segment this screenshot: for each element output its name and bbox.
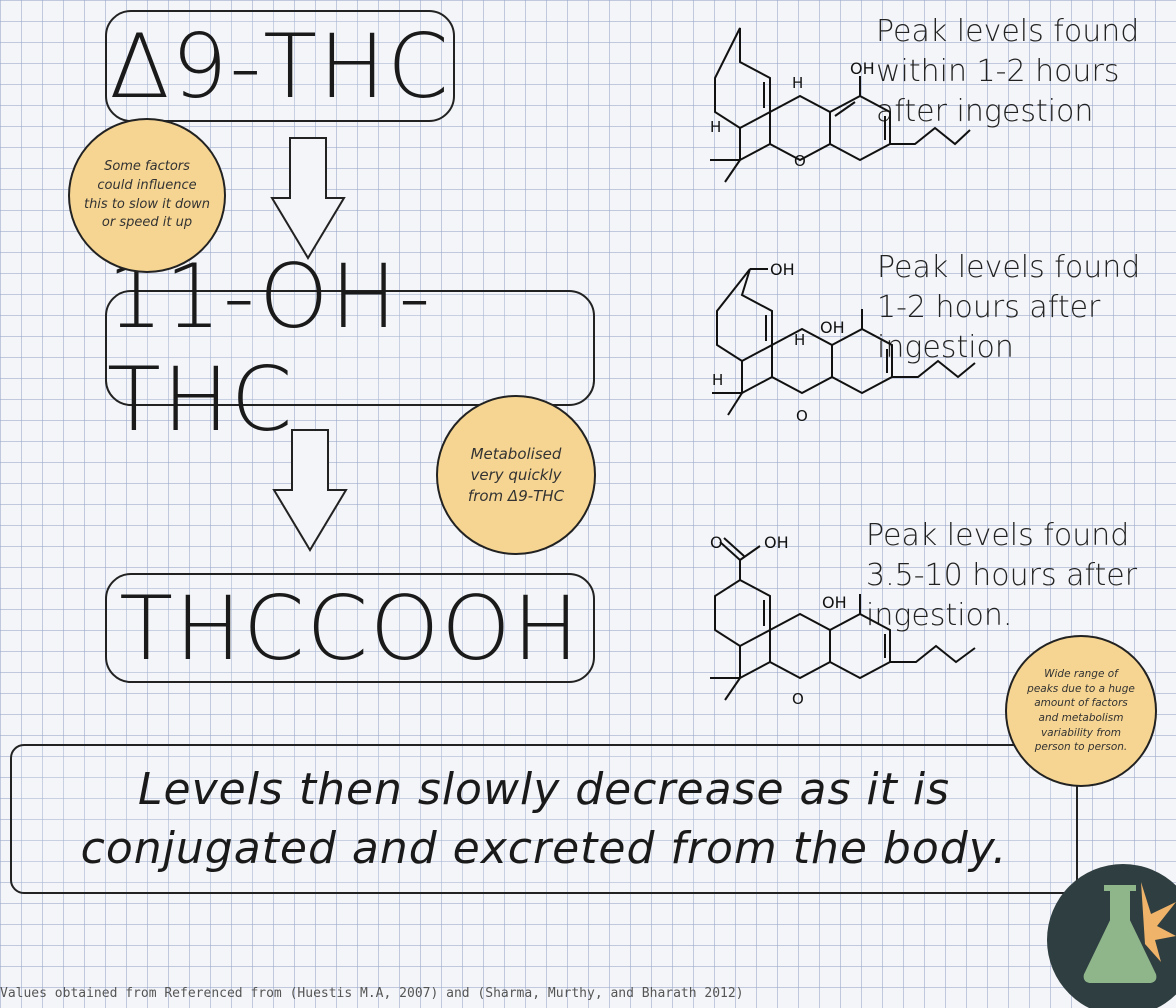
atom-label: H bbox=[794, 331, 805, 349]
note-line: peaks due to a huge bbox=[1027, 682, 1135, 695]
peak-line: after ingestion bbox=[876, 93, 1094, 129]
molecule-delta9-thc: OH H H O bbox=[710, 27, 971, 183]
atom-label: O bbox=[796, 407, 808, 425]
compound-name: THCCOOH bbox=[119, 576, 581, 680]
atom-label: OH bbox=[820, 318, 845, 337]
molecule-thccooh: O OH OH O bbox=[710, 533, 976, 708]
peak-text-11-oh-thc: Peak levels found 1-2 hours after ingest… bbox=[877, 248, 1140, 368]
conclusion-line-2: conjugated and excreted from the body. bbox=[80, 823, 1008, 874]
note-line: could influence bbox=[97, 177, 197, 193]
flask-icon bbox=[1081, 883, 1159, 985]
compound-name: 11-OH-THC bbox=[107, 245, 433, 451]
atom-label: O bbox=[794, 152, 806, 170]
atom-label: OH bbox=[822, 593, 847, 612]
peak-text-delta9-thc: Peak levels found within 1-2 hours after… bbox=[876, 12, 1139, 132]
peak-line: Peak levels found bbox=[866, 518, 1130, 553]
down-arrow-icon bbox=[270, 137, 346, 260]
atom-label: O bbox=[710, 533, 723, 552]
note-line: from Δ9-THC bbox=[467, 486, 565, 505]
conclusion-box: Levels then slowly decrease as it is con… bbox=[10, 744, 1078, 894]
note-line: or speed it up bbox=[101, 215, 193, 231]
atom-label: OH bbox=[850, 59, 875, 78]
atom-label: OH bbox=[764, 533, 789, 552]
peak-line: ingestion bbox=[877, 329, 1014, 365]
note-line: and metabolism bbox=[1038, 712, 1124, 724]
peak-line: within 1-2 hours bbox=[876, 53, 1120, 89]
down-arrow-icon bbox=[272, 429, 348, 552]
conclusion-line-1: Levels then slowly decrease as it is bbox=[138, 763, 950, 815]
citation: Values obtained from Referenced from (Hu… bbox=[0, 986, 744, 1001]
leaf-icon bbox=[1141, 882, 1176, 962]
peak-line: 1-2 hours after bbox=[877, 289, 1101, 325]
note-variability: Wide range of peaks due to a huge amount… bbox=[1005, 635, 1157, 787]
compound-box-thccooh: THCCOOH bbox=[105, 573, 595, 683]
note-line: this to slow it down bbox=[83, 196, 211, 212]
note-factors: Some factors could influence this to slo… bbox=[68, 118, 226, 273]
peak-text-thccooh: Peak levels found 3.5-10 hours after ing… bbox=[866, 516, 1137, 636]
note-line: variability from bbox=[1040, 726, 1122, 739]
note-line: Metabolised bbox=[470, 444, 562, 463]
compound-box-11-oh-thc: 11-OH-THC bbox=[105, 245, 595, 451]
compound-box-delta9-thc: Δ9-THC bbox=[105, 10, 455, 122]
note-line: Some factors bbox=[104, 158, 190, 174]
molecule-11-oh-thc: OH OH H H O bbox=[712, 260, 976, 425]
atom-label: O bbox=[792, 690, 804, 708]
note-line: person to person. bbox=[1034, 741, 1128, 754]
peak-line: Peak levels found bbox=[876, 14, 1140, 49]
peak-line: ingestion. bbox=[866, 597, 1013, 633]
compound-name: Δ9-THC bbox=[109, 14, 451, 118]
note-line: amount of factors bbox=[1034, 697, 1128, 710]
note-line: very quickly bbox=[470, 465, 562, 484]
peak-line: Peak levels found bbox=[877, 250, 1141, 285]
note-line: Wide range of bbox=[1044, 667, 1118, 680]
atom-label: H bbox=[792, 74, 803, 92]
logo-badge bbox=[1047, 864, 1176, 1008]
atom-label: OH bbox=[770, 260, 795, 279]
peak-line: 3.5-10 hours after bbox=[866, 557, 1138, 593]
note-metabolised: Metabolised very quickly from Δ9-THC bbox=[436, 395, 596, 555]
atom-label: H bbox=[712, 371, 723, 389]
atom-label: H bbox=[710, 118, 721, 136]
